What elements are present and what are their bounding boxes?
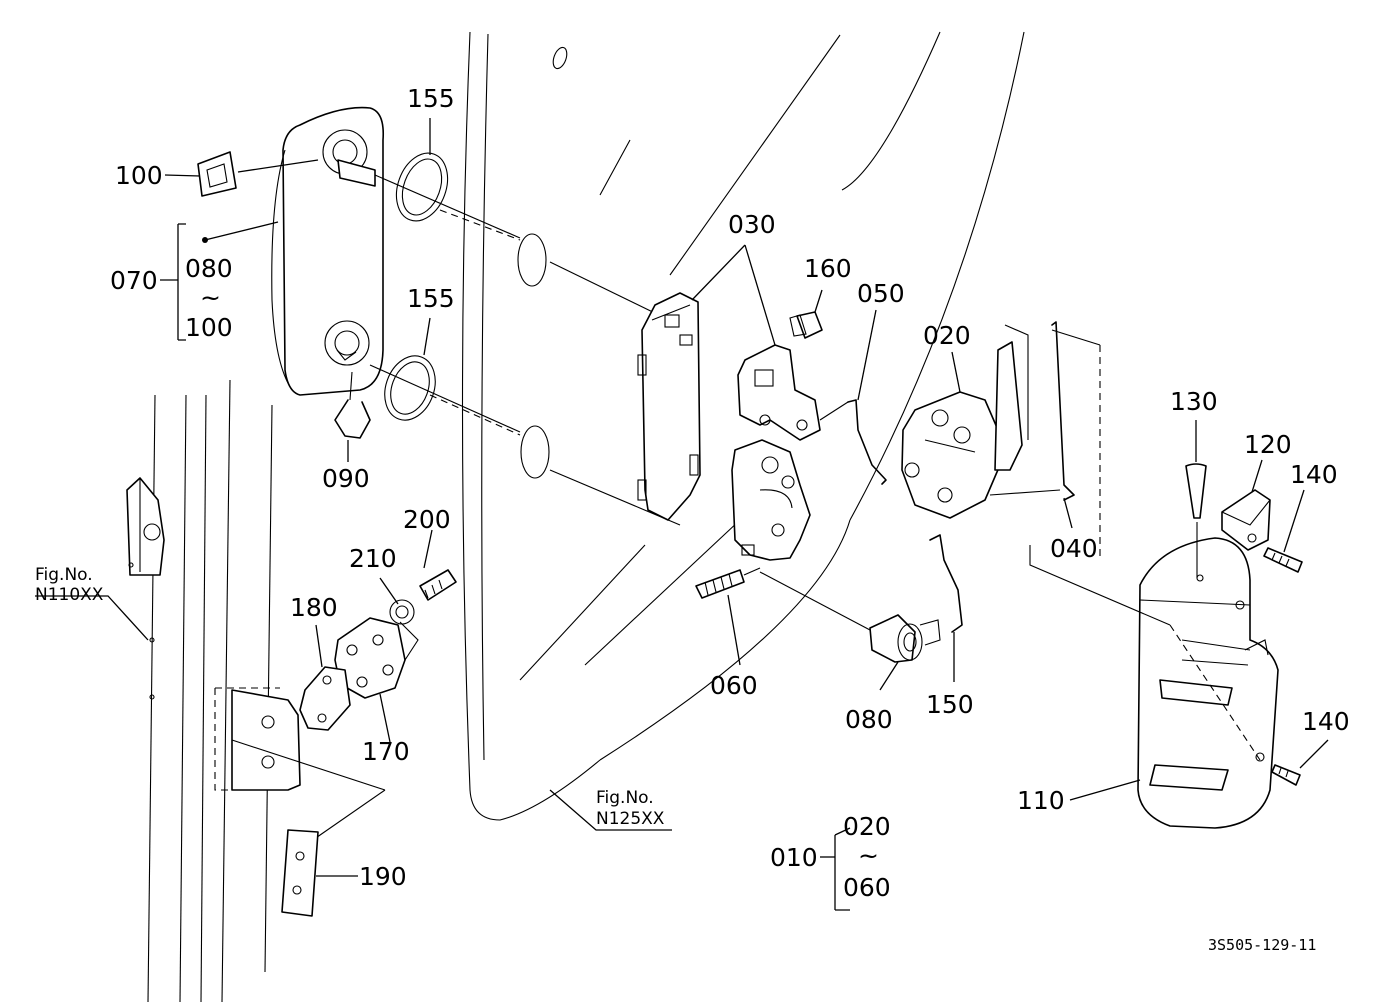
- lock-assembly-020: [901, 324, 1029, 519]
- label-070: 070: [110, 266, 158, 295]
- label-130: 130: [1170, 387, 1218, 416]
- screw-140-upper: [1263, 547, 1303, 573]
- label-070-range-start: 080: [185, 254, 233, 283]
- label-120: 120: [1244, 430, 1292, 459]
- clip-090: [334, 371, 371, 439]
- fig-ref-left-line2: N110XX: [35, 585, 104, 605]
- rod-050: [819, 399, 887, 485]
- label-210: 210: [349, 544, 397, 573]
- fig-ref-left-line1: Fig.No.: [35, 565, 93, 585]
- rod-040: [989, 321, 1075, 501]
- axis-line-upper: [374, 174, 521, 239]
- axis-line-lower: [369, 364, 521, 433]
- drawing-code: 3S505-129-11: [1208, 936, 1316, 954]
- label-180: 180: [290, 593, 338, 622]
- fig-ref-center-line1: Fig.No.: [596, 788, 654, 808]
- label-010-range-start: 020: [843, 812, 891, 841]
- latch-plate-030: [637, 292, 701, 521]
- label-030: 030: [728, 210, 776, 239]
- label-155-upper: 155: [407, 84, 455, 113]
- ring-155-upper: [395, 152, 449, 222]
- cover-110: [1029, 537, 1279, 829]
- label-010: 010: [770, 843, 818, 872]
- rod-150: [929, 534, 963, 633]
- label-140-upper: 140: [1290, 460, 1338, 489]
- bushing-100: [197, 151, 237, 197]
- bolt-160: [789, 311, 823, 339]
- ring-155-lower: [384, 355, 436, 421]
- latch-base-030: [731, 439, 811, 561]
- figure-reference-center: Fig.No. N125XX: [596, 788, 665, 829]
- pin-130: [1185, 463, 1207, 578]
- label-140-lower: 140: [1302, 707, 1350, 736]
- label-170: 170: [362, 737, 410, 766]
- key-cylinder-080: [759, 571, 941, 663]
- outer-handle-070: [271, 106, 385, 396]
- part-labels: 155 100 070 080 ~ 100 155 090 030 160 05…: [110, 84, 1350, 902]
- door-glass-panel: [461, 31, 1025, 821]
- knob-120: [1221, 489, 1271, 551]
- cab-frame-left: [126, 379, 273, 1002]
- label-080: 080: [845, 705, 893, 734]
- label-070-range-end: 100: [185, 313, 233, 342]
- screw-140-lower: [1271, 764, 1301, 786]
- figure-reference-left: Fig.No. N110XX: [35, 565, 104, 605]
- label-160: 160: [804, 254, 852, 283]
- axis-cover-top: [1051, 329, 1101, 346]
- label-020: 020: [923, 321, 971, 350]
- label-110: 110: [1017, 786, 1065, 815]
- fig-ref-center-line2: N125XX: [596, 809, 665, 829]
- screw-060: [695, 567, 761, 599]
- axis-line-lower-dashed: [429, 394, 521, 436]
- label-155-lower: 155: [407, 284, 455, 313]
- label-070-range-tilde: ~: [200, 283, 221, 312]
- latch-bracket-030: [737, 344, 821, 441]
- label-050: 050: [857, 279, 905, 308]
- washer-210: [389, 599, 415, 625]
- label-090: 090: [322, 464, 370, 493]
- label-200: 200: [403, 505, 451, 534]
- label-100: 100: [115, 161, 163, 190]
- label-040: 040: [1050, 534, 1098, 563]
- axis-line-upper-2: [549, 261, 666, 319]
- leader-lines: [35, 118, 1329, 911]
- label-060: 060: [710, 671, 758, 700]
- hinge-bracket: [214, 687, 386, 843]
- label-150: 150: [926, 690, 974, 719]
- label-010-range-end: 060: [843, 873, 891, 902]
- label-010-range-tilde: ~: [858, 841, 879, 870]
- label-190: 190: [359, 862, 407, 891]
- plate-190: [281, 829, 319, 917]
- gasket-180: [299, 666, 351, 731]
- axis-line-upper-dashed: [439, 209, 521, 241]
- bolt-200: [419, 569, 457, 601]
